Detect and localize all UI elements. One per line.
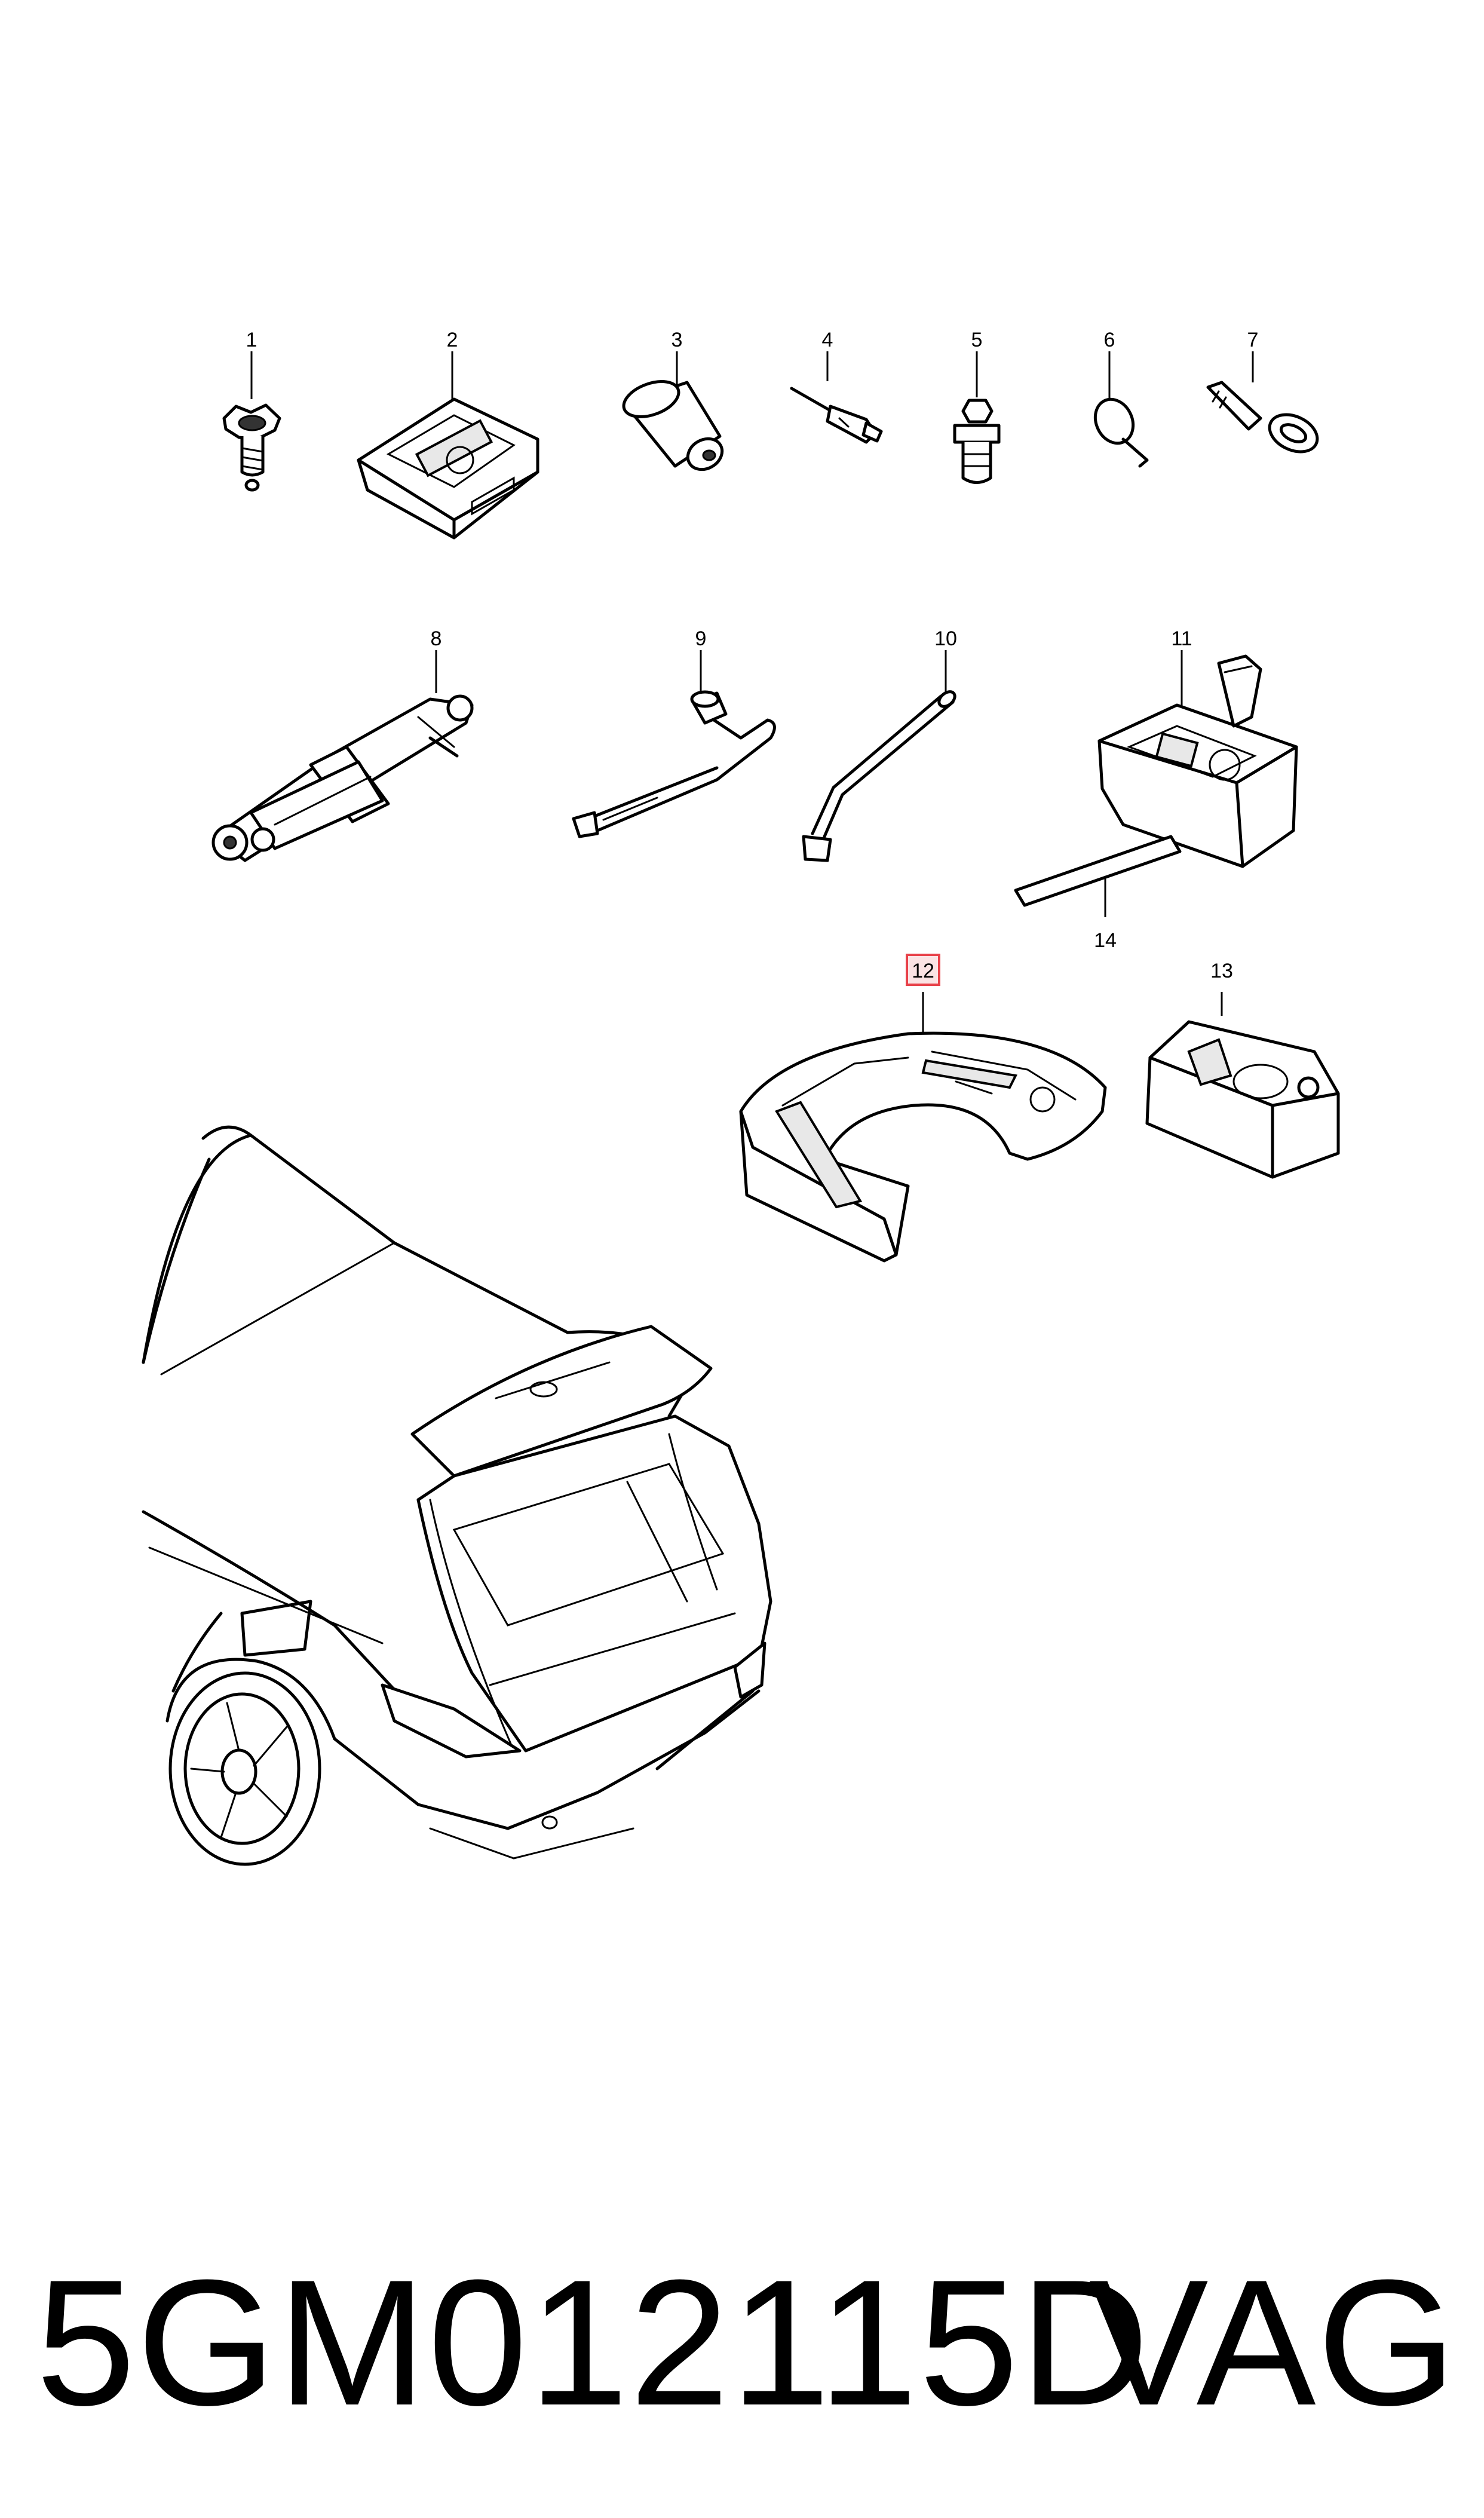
part-11-tool-holder: [1097, 650, 1298, 868]
callout-2: 2: [447, 329, 458, 351]
callout-6: 6: [1104, 329, 1115, 351]
callout-12: 12: [912, 960, 934, 982]
callout-4: 4: [822, 329, 833, 351]
part-14-strap: [1014, 835, 1182, 917]
part-5-bolt: [953, 351, 1001, 484]
part-12-foam-insert: [739, 992, 1107, 1263]
callout-11: 11: [1171, 627, 1192, 650]
part-1-wheel-bolt-knob: [222, 351, 281, 492]
callout-7: 7: [1247, 329, 1259, 351]
part-6-clip: [1093, 351, 1149, 468]
brand-label: VAG: [1089, 2242, 1458, 2443]
callout-14: 14: [1094, 929, 1117, 952]
callout-5: 5: [971, 329, 983, 351]
parts-diagram: 1 2 3 4 5: [142, 329, 1340, 1866]
callout-10: 10: [934, 627, 957, 650]
part-10-hose: [802, 650, 956, 862]
footer: 5GM012115D VAG: [36, 2235, 1458, 2450]
callout-12-highlight: [906, 954, 940, 986]
car-illustration: [142, 1125, 772, 1866]
part-8-scissor-jack: [211, 650, 474, 862]
part-2-repair-kit-box: [357, 351, 539, 540]
part-4-valve-tool: [790, 351, 883, 444]
part-9-wheel-wrench: [572, 650, 776, 838]
part-13-foam-tray: [1145, 992, 1340, 1179]
part-3-sealant-bottle: [622, 351, 724, 471]
callout-9: 9: [695, 627, 707, 650]
callout-1: 1: [246, 329, 257, 351]
callout-13: 13: [1210, 960, 1233, 982]
part-7-towing-eye: [1206, 351, 1319, 454]
callout-8: 8: [431, 627, 442, 650]
part-number: 5GM012115D: [36, 2242, 1151, 2443]
callout-3: 3: [672, 329, 683, 351]
